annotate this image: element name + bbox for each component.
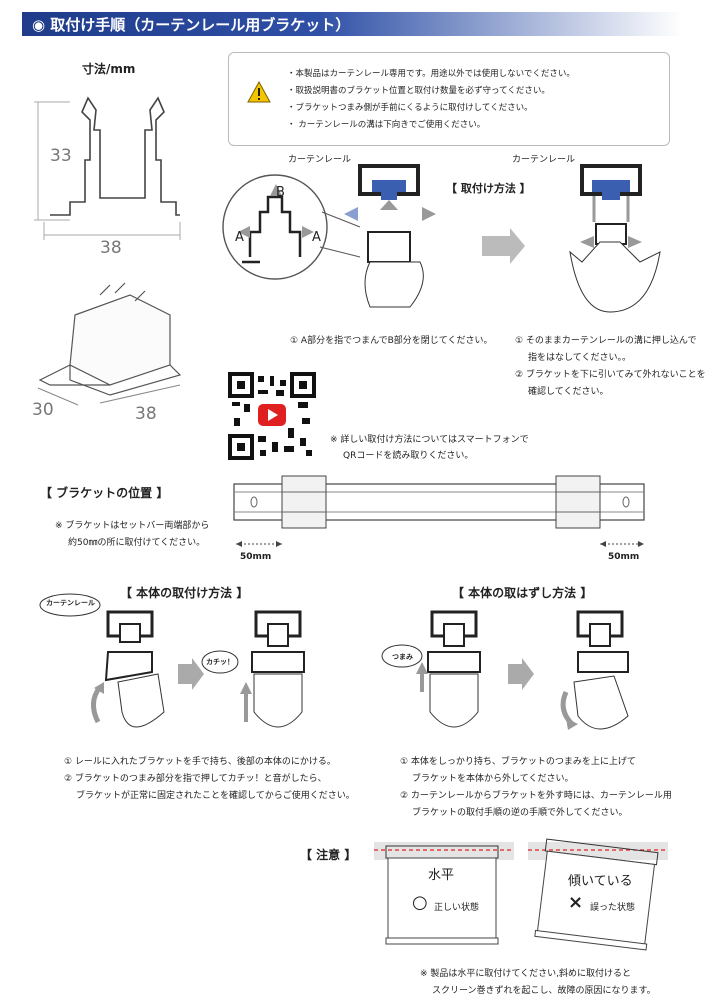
body-mount-step-2b: ブラケットが正常に固定されたことを確認してからご使用ください。 bbox=[76, 791, 355, 801]
bracket-position-note-2: 約50㎜の所に取付けてください。 bbox=[68, 538, 206, 548]
caution-footer-2: スクリーン巻きずれを起こし、故障の原因になります。 bbox=[432, 986, 656, 996]
caution-footer-1: ※ 製品は水平に取付けてください,斜めに取付けると bbox=[420, 969, 631, 979]
dimensions-title: 寸法/mm bbox=[82, 62, 136, 76]
bracket-iso-diagram bbox=[37, 282, 182, 406]
notice-line-1: ・本製品はカーテンレール専用です。用途以外では使用しないでください。 bbox=[287, 69, 575, 79]
tilted-label: 傾いている bbox=[568, 874, 633, 889]
body-remove-step-2b: ブラケットの取付手順の逆の手順で外してください。 bbox=[412, 808, 628, 818]
rail-label-right: カーテンレール bbox=[512, 155, 576, 165]
mount-method-illustration bbox=[222, 164, 661, 313]
mount-step-right-1a: ① そのままカーテンレールの溝に押し込んで bbox=[515, 336, 697, 346]
body-mount-illustration bbox=[39, 593, 305, 728]
bubble-knob: つまみ bbox=[392, 653, 413, 661]
qr-code-icon[interactable] bbox=[228, 372, 316, 460]
notice-line-2: ・取扱説明書のブラケット位置と取付け数量を必ず守ってください。 bbox=[287, 86, 550, 96]
body-mount-step-1: ① レールに入れたブラケットを手で持ち、後部の本体のにかける。 bbox=[64, 757, 336, 767]
mount-step-right-1b: 指をはなしてください。。 bbox=[528, 353, 631, 363]
header-bar: ◉ 取付け手順（カーテンレール用ブラケット） bbox=[22, 12, 682, 36]
mount-step-right-2a: ② ブラケットを下に引いてみて外れないことを bbox=[515, 370, 706, 380]
qr-note-1: ※ 詳しい取付け方法についてはスマートフォンで bbox=[330, 435, 529, 445]
right-distance: 50mm bbox=[608, 552, 640, 562]
body-remove-title: 【 本体の取はずし方法 】 bbox=[452, 586, 593, 600]
body-remove-step-1a: ① 本体をしっかり持ち、ブラケットのつまみを上に上げて bbox=[400, 757, 636, 767]
mount-step-left: ① A部分を指でつまんでB部分を閉じてください。 bbox=[290, 336, 493, 346]
correct-mark: ○ bbox=[412, 892, 428, 913]
width-dimension: 38 bbox=[100, 238, 122, 258]
body-remove-step-2a: ② カーテンレールからブラケットを外す時には、カーテンレール用 bbox=[400, 791, 672, 801]
bracket-position-note-1: ※ ブラケットはセットバー両端部から bbox=[55, 521, 210, 531]
body-mount-title: 【 本体の取付け方法 】 bbox=[120, 586, 249, 600]
rail-label-left: カーテンレール bbox=[288, 155, 352, 165]
label-b: B bbox=[276, 185, 285, 200]
bracket-position-title: 【 ブラケットの位置 】 bbox=[40, 486, 169, 500]
body-remove-illustration bbox=[381, 610, 629, 730]
bracket-front-diagram bbox=[34, 96, 181, 240]
iso-depth-dimension: 30 bbox=[32, 400, 54, 420]
notice-line-4: ・ カーテンレールの溝は下向きでご使用ください。 bbox=[287, 120, 486, 130]
body-mount-step-2a: ② ブラケットのつまみ部分を指で押してカチッ！と音がしたら、 bbox=[64, 774, 327, 784]
notice-line-3: ・ブラケットつまみ側が手前にくるように取付けしてください。 bbox=[287, 103, 533, 113]
mount-method-title: 【 取付け方法 】 bbox=[446, 182, 531, 195]
level-comparison-diagram bbox=[374, 838, 668, 951]
iso-width-dimension: 38 bbox=[135, 404, 157, 424]
level-label: 水平 bbox=[428, 868, 455, 883]
warning-icon bbox=[247, 80, 271, 103]
body-remove-step-1b: ブラケットを本体から外してください。 bbox=[412, 774, 574, 784]
left-distance: 50mm bbox=[240, 552, 272, 562]
qr-note-2: QRコードを読み取りください。 bbox=[343, 451, 474, 461]
bubble-click: カチッ！ bbox=[206, 658, 234, 666]
label-a-right: A bbox=[312, 230, 321, 245]
page-title: ◉ 取付け手順（カーテンレール用ブラケット） bbox=[32, 16, 351, 34]
setbar-diagram bbox=[233, 475, 645, 547]
bubble-rail: カーテンレール bbox=[46, 599, 95, 607]
caution-title: 【 注意 】 bbox=[300, 848, 357, 862]
notice-box: ・本製品はカーテンレール専用です。用途以外では使用しないでください。 ・取扱説明… bbox=[228, 52, 670, 146]
mount-step-right-2b: 確認してください。 bbox=[528, 387, 609, 397]
height-dimension: 33 bbox=[50, 146, 72, 166]
label-a-left: A bbox=[235, 230, 244, 245]
wrong-text: 誤った状態 bbox=[590, 903, 636, 913]
correct-text: 正しい状態 bbox=[434, 903, 480, 913]
wrong-mark: × bbox=[568, 892, 584, 913]
